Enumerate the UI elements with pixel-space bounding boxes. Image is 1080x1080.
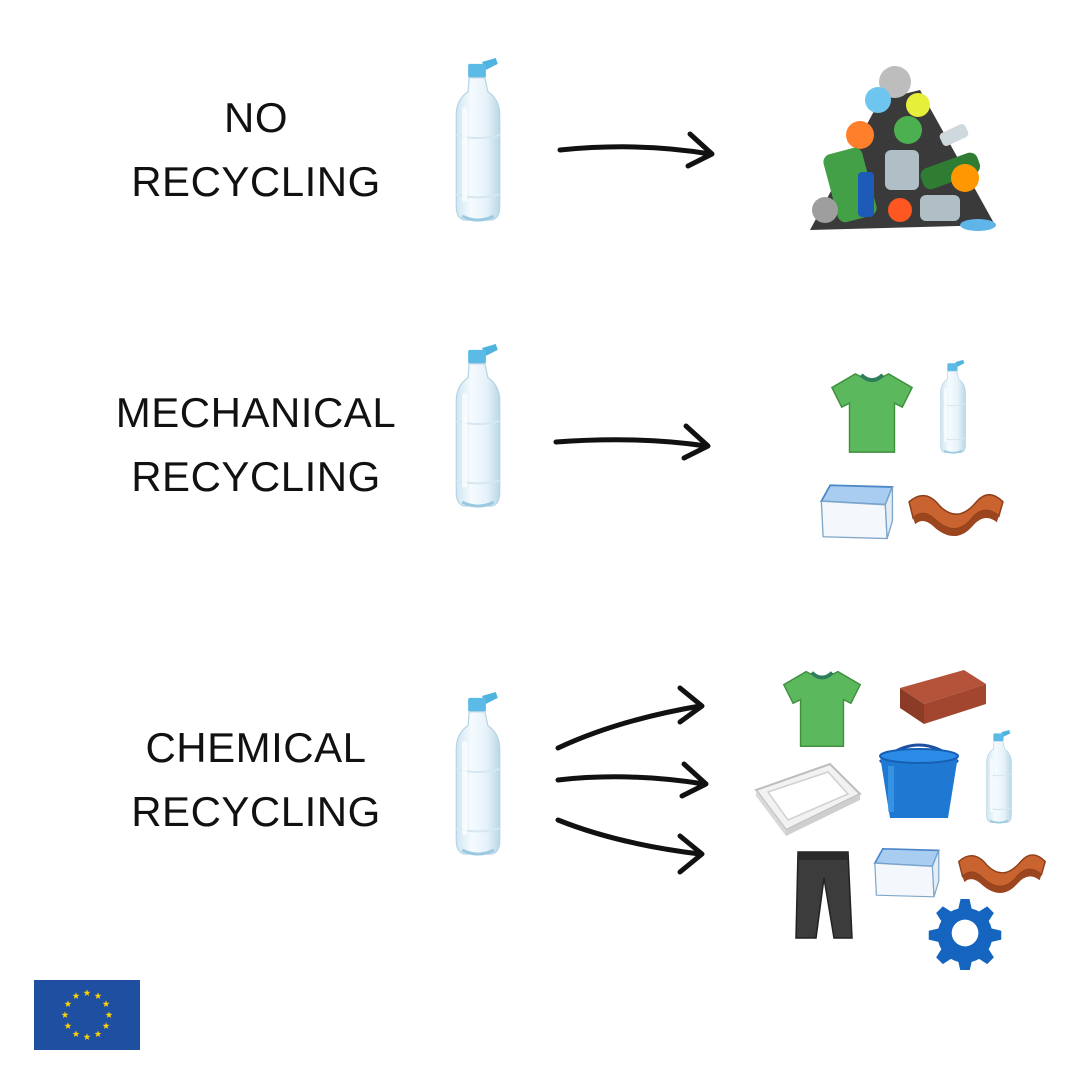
row-label-line2: RECYCLING bbox=[131, 158, 381, 205]
eu-star bbox=[102, 1000, 110, 1007]
row-label-line2: RECYCLING bbox=[131, 788, 381, 835]
small-bottle-icon bbox=[936, 358, 970, 458]
row-label-line1: MECHANICAL bbox=[115, 389, 397, 436]
eu-star bbox=[83, 1033, 91, 1040]
arrows-fan-icon bbox=[555, 685, 709, 875]
eu-star bbox=[64, 1022, 72, 1029]
plastic-bottle-icon bbox=[445, 58, 511, 226]
eu-star bbox=[72, 1030, 80, 1037]
eu-star bbox=[105, 1011, 113, 1018]
plastic-bottle-icon bbox=[445, 692, 511, 860]
garbage-pile-icon bbox=[810, 66, 996, 231]
trousers-icon bbox=[795, 851, 853, 939]
eu-star bbox=[72, 992, 80, 999]
row-label-chemical-recycling: CHEMICAL RECYCLING bbox=[96, 716, 416, 844]
row-label-line1: CHEMICAL bbox=[145, 724, 367, 771]
food-container-icon bbox=[870, 842, 942, 902]
arrow-right-icon bbox=[557, 131, 715, 169]
eu-star bbox=[61, 1011, 69, 1018]
row-label-line2: RECYCLING bbox=[131, 453, 381, 500]
t-shirt-icon bbox=[780, 666, 864, 750]
food-container-icon bbox=[816, 478, 896, 544]
eu-star bbox=[64, 1000, 72, 1007]
bucket-icon bbox=[879, 743, 959, 818]
roof-tile-icon bbox=[905, 478, 1007, 542]
eu-star bbox=[102, 1022, 110, 1029]
brick-icon bbox=[900, 670, 986, 724]
eu-star bbox=[83, 989, 91, 996]
gear-icon bbox=[928, 896, 1002, 970]
roof-tile-icon bbox=[955, 840, 1049, 898]
eu-star bbox=[94, 1030, 102, 1037]
eu-flag-icon bbox=[34, 980, 140, 1050]
row-label-line1: NO bbox=[224, 94, 288, 141]
row-label-mechanical-recycling: MECHANICAL RECYCLING bbox=[96, 381, 416, 509]
small-bottle-icon bbox=[982, 730, 1016, 826]
eu-star bbox=[94, 992, 102, 999]
plastic-bottle-icon bbox=[445, 344, 511, 512]
plastic-tray-icon bbox=[754, 762, 862, 836]
row-label-no-recycling: NO RECYCLING bbox=[96, 86, 416, 214]
t-shirt-icon bbox=[828, 368, 916, 456]
arrow-right-icon bbox=[553, 423, 711, 461]
